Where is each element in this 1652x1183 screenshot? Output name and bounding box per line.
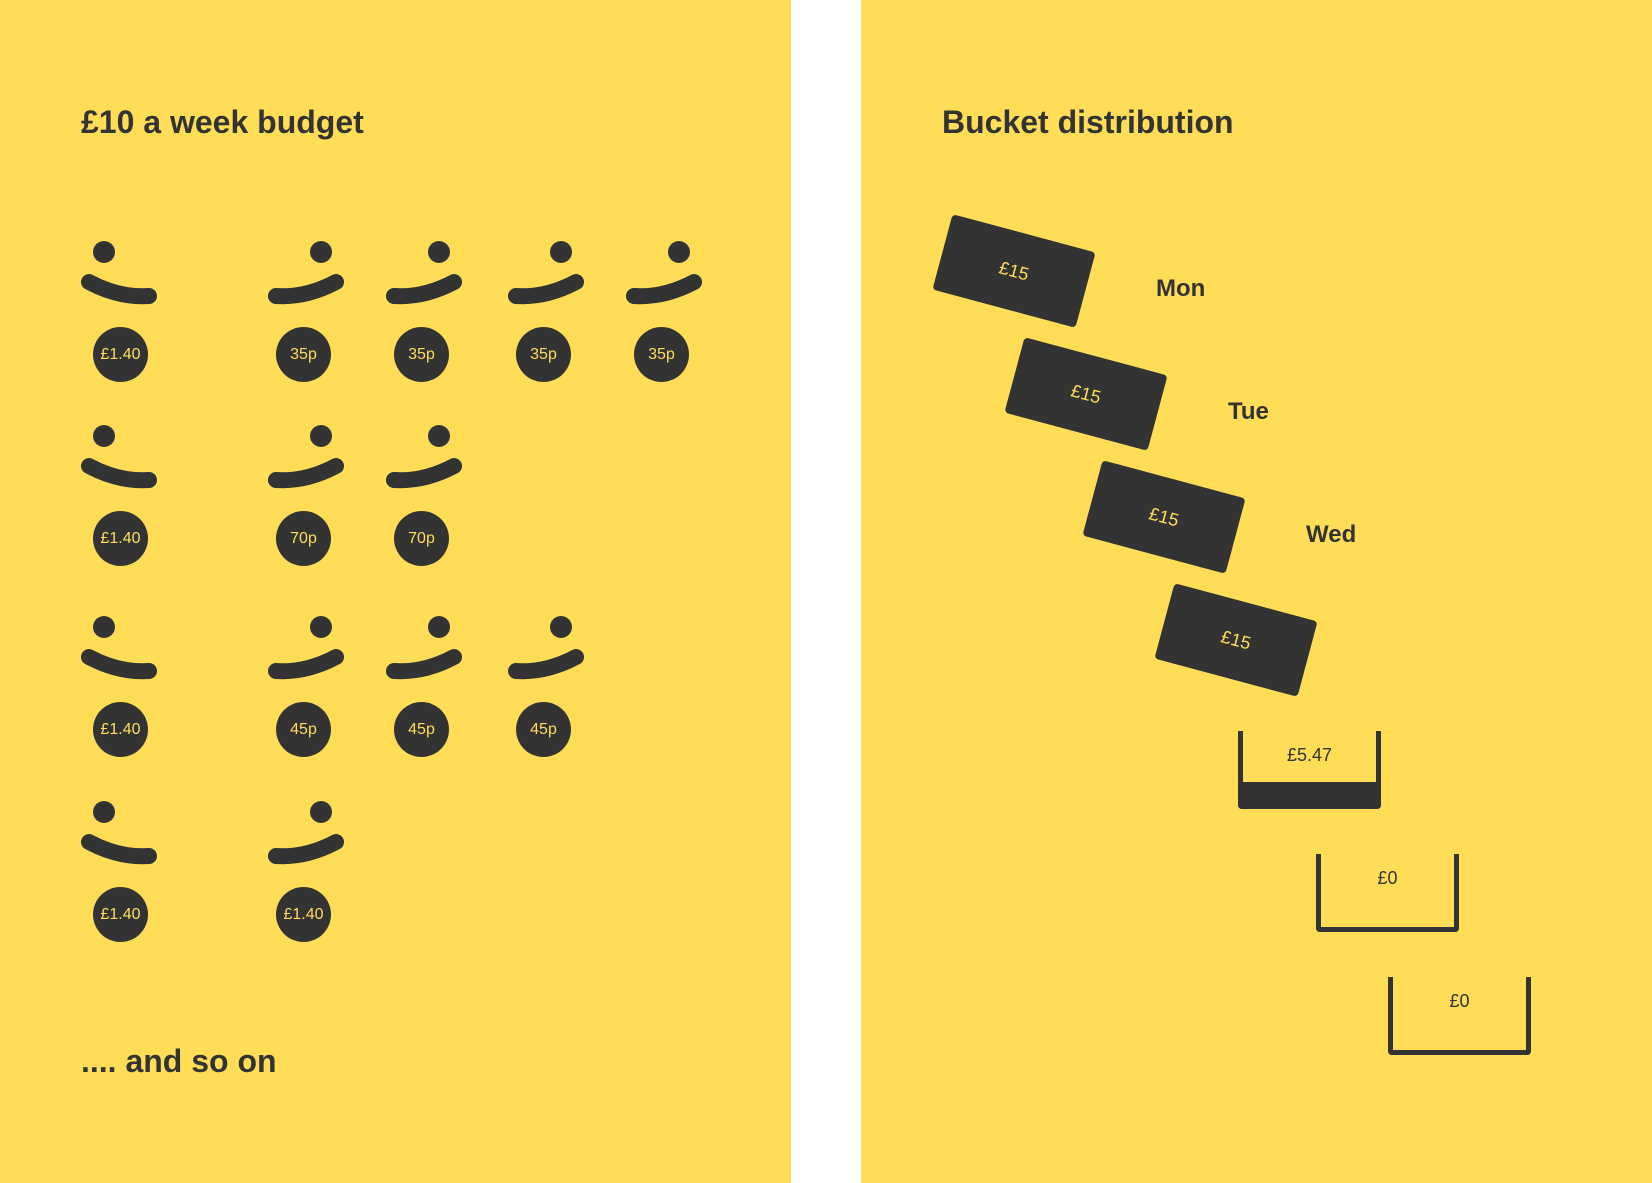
- bucket: £5.47: [1238, 731, 1381, 809]
- coin-amount: 70p: [276, 511, 331, 566]
- day-label: Mon: [1156, 275, 1206, 302]
- bucket-amount: £0: [1377, 868, 1398, 888]
- coin-amount: 35p: [394, 327, 449, 382]
- person-body: [508, 649, 584, 680]
- bucket: £0: [1316, 854, 1459, 932]
- bucket-title: Bucket distribution: [942, 104, 1234, 140]
- person-with-coin: 35p: [504, 240, 584, 386]
- person-head: [93, 616, 115, 638]
- person-with-coin: £1.40: [264, 800, 344, 946]
- person-with-coin: 35p: [264, 240, 344, 386]
- bucket: £0: [1388, 977, 1531, 1055]
- coin-amount: £1.40: [276, 887, 331, 942]
- footnote: .... and so on: [81, 1043, 277, 1079]
- person-with-coin: £1.40: [81, 800, 161, 946]
- person-figure: [508, 241, 584, 305]
- person-body: [268, 458, 344, 489]
- bucket-fill: [1243, 782, 1376, 804]
- coin-amount: £1.40: [93, 887, 148, 942]
- person-figure: [81, 801, 157, 865]
- budget-title: £10 a week budget: [81, 104, 364, 140]
- person-figure: [81, 241, 157, 305]
- person-body: [81, 274, 157, 305]
- coin-amount: £1.40: [93, 511, 148, 566]
- person-head: [93, 801, 115, 823]
- note-amount: £15: [1147, 502, 1182, 531]
- person-figure: [386, 425, 462, 489]
- person-with-coin: £1.40: [81, 424, 161, 570]
- person-figure: [508, 616, 584, 680]
- person-head: [310, 425, 332, 447]
- money-note: £15: [1082, 460, 1246, 574]
- person-figure: [268, 616, 344, 680]
- person-figure: [268, 801, 344, 865]
- person-with-coin: 45p: [264, 615, 344, 761]
- person-figure: [386, 241, 462, 305]
- bucket-amount: £5.47: [1286, 745, 1333, 765]
- person-head: [93, 241, 115, 263]
- person-with-coin: £1.40: [81, 615, 161, 761]
- money-note: £15: [1004, 337, 1168, 451]
- coin-amount: 35p: [276, 327, 331, 382]
- person-with-coin: 45p: [504, 615, 584, 761]
- person-body: [268, 274, 344, 305]
- person-with-coin: £1.40: [81, 240, 161, 386]
- person-with-coin: 70p: [382, 424, 462, 570]
- person-figure: [81, 425, 157, 489]
- person-figure: [626, 241, 702, 305]
- person-figure: [268, 425, 344, 489]
- person-with-coin: 35p: [622, 240, 702, 386]
- note-amount: £15: [997, 256, 1032, 285]
- person-head: [93, 425, 115, 447]
- coin-amount: 70p: [394, 511, 449, 566]
- person-head: [550, 616, 572, 638]
- person-head: [310, 616, 332, 638]
- coin-amount: £1.40: [93, 702, 148, 757]
- person-body: [268, 649, 344, 680]
- person-with-coin: 35p: [382, 240, 462, 386]
- person-figure: [386, 616, 462, 680]
- person-head: [428, 616, 450, 638]
- person-head: [310, 241, 332, 263]
- coin-amount: 35p: [516, 327, 571, 382]
- person-with-coin: 45p: [382, 615, 462, 761]
- person-head: [550, 241, 572, 263]
- coin-amount: 45p: [276, 702, 331, 757]
- coin-amount: 45p: [394, 702, 449, 757]
- person-head: [428, 425, 450, 447]
- coin-amount: 35p: [634, 327, 689, 382]
- person-body: [386, 274, 462, 305]
- coin-amount: 45p: [516, 702, 571, 757]
- money-note: £15: [1154, 583, 1318, 697]
- day-label: Wed: [1306, 521, 1357, 548]
- person-figure: [81, 616, 157, 680]
- note-amount: £15: [1069, 379, 1104, 408]
- person-head: [310, 801, 332, 823]
- person-body: [508, 274, 584, 305]
- person-body: [386, 649, 462, 680]
- day-label: Tue: [1228, 398, 1269, 425]
- budget-panel: £10 a week budget £1.40 35p 35p 35p 35p £1.40…: [0, 0, 791, 1183]
- person-figure: [268, 241, 344, 305]
- person-body: [626, 274, 702, 305]
- person-with-coin: 70p: [264, 424, 344, 570]
- person-body: [386, 458, 462, 489]
- person-head: [428, 241, 450, 263]
- person-body: [81, 458, 157, 489]
- person-head: [668, 241, 690, 263]
- money-note: £15: [932, 214, 1096, 328]
- person-body: [81, 649, 157, 680]
- person-body: [268, 834, 344, 865]
- note-amount: £15: [1219, 625, 1254, 654]
- bucket-amount: £0: [1449, 991, 1470, 1011]
- coin-amount: £1.40: [93, 327, 148, 382]
- person-body: [81, 834, 157, 865]
